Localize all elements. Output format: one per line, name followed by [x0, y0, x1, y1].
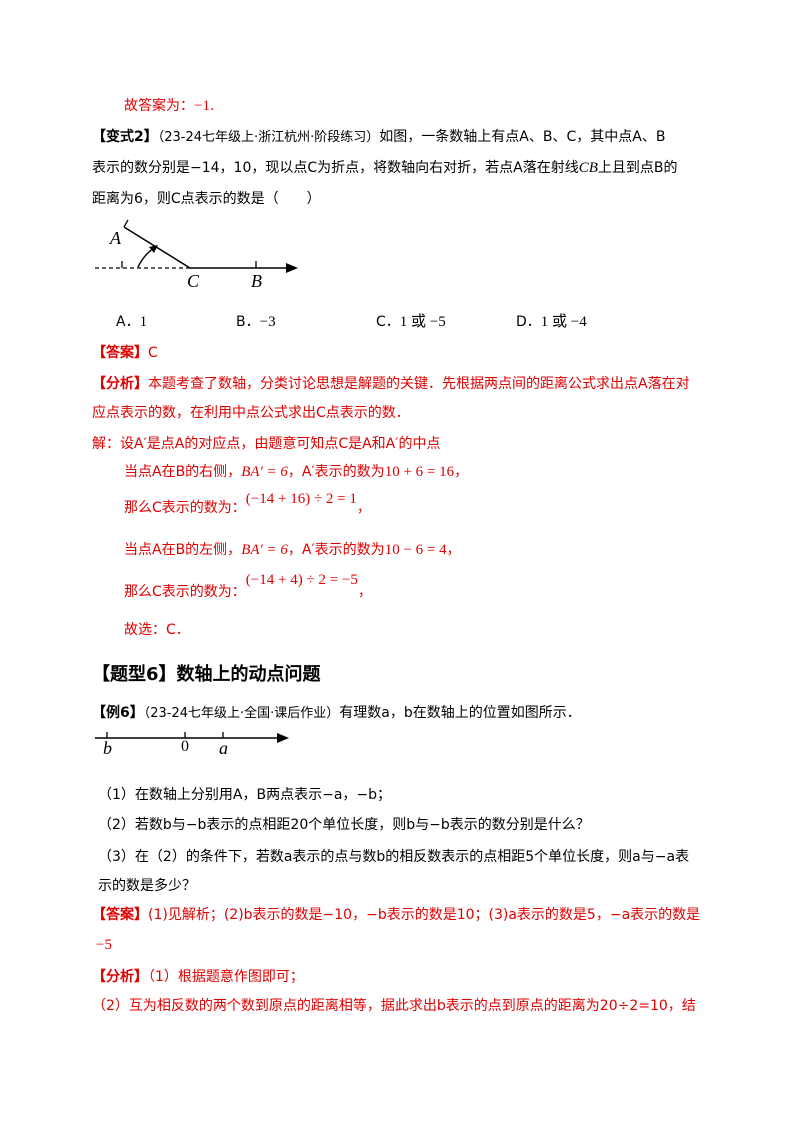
figure-label-a-small: a — [219, 738, 228, 758]
example6-stem: 【例6】（23-24七年级上·全国·课后作业）有理数a，b在数轴上的位置如图所示… — [92, 705, 581, 721]
case2-line: 当点A在B的左侧，BA′ = 6，A′表示的数为10 − 6 = 4， — [124, 542, 461, 558]
figure-label-b-small: b — [103, 738, 112, 758]
example6-q2: （2）若数b与−b表示的点相距20个单位长度，则b与−b表示的数分别是什么？ — [98, 817, 590, 833]
variant2-analysis-line2: 应点表示的数，在利用中点公式求出C点表示的数． — [92, 405, 410, 421]
variant2-answer: 【答案】C — [92, 345, 158, 361]
variant2-line3: 距离为6，则C点表示的数是（ ） — [92, 191, 321, 207]
section-title: 【题型6】数轴上的动点问题 — [92, 664, 321, 685]
case1-line: 当点A在B的右侧，BA′ = 6，A′表示的数为10 + 6 = 16， — [124, 464, 469, 480]
variant2-line1: 【变式2】（23-24七年级上·浙江杭州·阶段练习）如图，一条数轴上有点A、B、… — [92, 129, 666, 145]
figure-label-zero: 0 — [181, 738, 189, 755]
variant2-line2: 表示的数分别是−14，10，现以点C为折点，将数轴向右对折，若点A落在射线CB上… — [92, 160, 678, 176]
example6-analysis1: 【分析】（1）根据题意作图即可； — [92, 969, 304, 985]
option-a: A．1 — [116, 314, 148, 330]
ab-number-line-figure — [95, 732, 289, 743]
example6-q1: （1）在数轴上分别用A，B两点表示−a，−b； — [98, 787, 392, 803]
example6-analysis2: （2）互为相反数的两个数到原点的距离相等，据此求出b表示的点到原点的距离为20÷… — [92, 998, 696, 1014]
option-b: B．−3 — [236, 314, 276, 330]
figure-label-b: B — [251, 271, 262, 291]
variant2-analysis-line1: 【分析】本题考查了数轴，分类讨论思想是解题的关键．先根据两点间的距离公式求出点A… — [92, 376, 690, 392]
figure-label-a: A — [110, 228, 121, 248]
top-answer-line: 故答案为：−1. — [124, 98, 215, 114]
example6-q3-line2: 示的数是多少？ — [98, 878, 196, 894]
figure-label-c: C — [187, 271, 200, 291]
variant2-final: 故选：C． — [124, 622, 190, 638]
fold-number-line-figure — [95, 219, 298, 273]
case2-c-line: 那么C表示的数为：(−14 + 4) ÷ 2 = −5， — [124, 572, 372, 600]
example6-answer-line2: −5 — [96, 937, 112, 953]
option-d: D．1 或 −4 — [516, 314, 587, 330]
option-c: C．1 或 −5 — [376, 314, 446, 330]
example6-q3-line1: （3）在（2）的条件下，若数a表示的点与数b的相反数表示的点相距5个单位长度，则… — [98, 849, 690, 865]
case1-c-line: 那么C表示的数为：(−14 + 16) ÷ 2 = 1， — [124, 491, 371, 516]
example6-answer-line1: 【答案】(1)见解析；(2)b表示的数是−10，−b表示的数是10；(3)a表示… — [92, 907, 701, 923]
variant2-solution: 解：设A′是点A的对应点，由题意可知点C是A和A′的中点 — [92, 436, 441, 452]
